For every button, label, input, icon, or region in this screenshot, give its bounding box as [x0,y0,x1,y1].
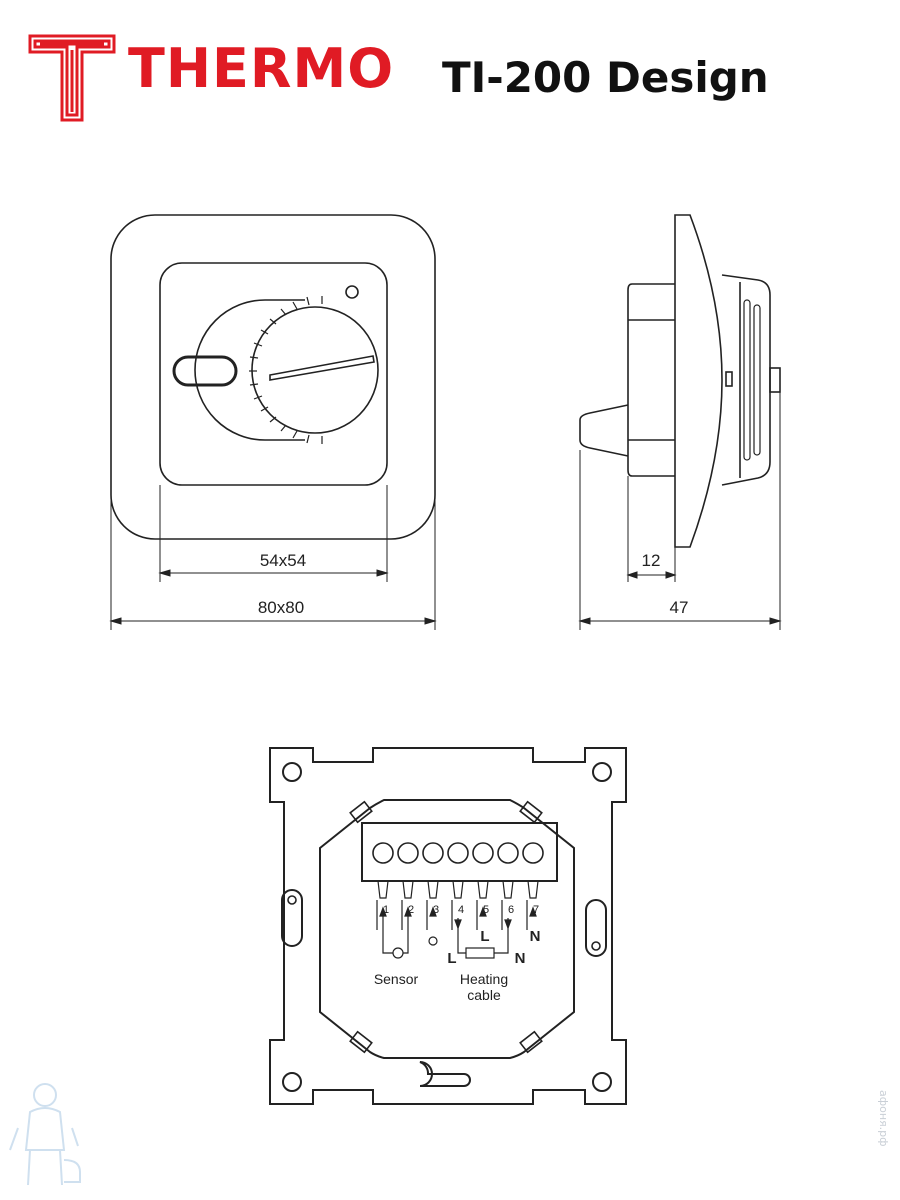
model-name: TI-200 Design [442,53,769,102]
keyhole-left [281,888,303,947]
module-body [319,799,575,1059]
side-view [578,214,782,630]
watermark: афоня.рф [877,1090,890,1147]
mark-l-terminal-5: L [480,928,489,945]
clock-icon [428,936,438,946]
mascot-icon [9,1083,81,1186]
terminal-pins [377,880,539,899]
side-front-plate [674,214,723,548]
switch-slot [172,355,238,387]
outer-frame [110,214,436,540]
terminal-number: 1 [383,904,389,916]
heating-label: Heating [460,971,508,987]
dim-label-80: 80x80 [258,598,304,617]
wiring [376,900,537,959]
back-view [269,747,627,1105]
mark-n-right: N [515,950,526,967]
heating-cable-symbol [465,947,495,959]
side-knob-shaft [769,367,781,393]
terminal-number: 6 [508,904,514,916]
thermo-logo-icon [28,34,116,122]
side-dial-body [721,274,771,486]
terminal-number: 7 [533,904,539,916]
front-view [109,214,437,630]
mark-n-terminal-7: N [530,928,541,945]
temperature-dial [251,306,379,434]
keyhole-bottom [419,1061,471,1087]
terminal-number: 2 [408,904,414,916]
clip-top-left [349,800,373,824]
side-mount-body [627,283,675,477]
screw-hole-tl [282,762,302,782]
terminal-number: 5 [483,904,489,916]
side-nozzle [579,404,629,457]
screw-hole-br [592,1072,612,1092]
sensor-symbol [392,947,404,959]
terminal-number: 4 [458,904,464,916]
dim-label-12: 12 [642,551,661,570]
terminal-number: 3 [433,904,439,916]
mounting-frame [269,747,627,1105]
screw-hole-bl [282,1072,302,1092]
terminal-screws [372,842,544,864]
terminal-numbers: 1 2 3 4 5 6 7 [383,904,539,916]
brand-header: THERMO TI-200 Design [0,0,900,130]
dial-pointer [269,355,375,381]
side-vents [743,299,761,461]
dim-label-54: 54x54 [260,551,306,570]
brand-name: THERMO [128,37,395,100]
side-tab [725,371,733,387]
indicator-led [345,285,359,299]
clip-bottom-left [349,1030,373,1054]
dim-label-47: 47 [670,598,689,617]
keyhole-right [585,898,607,957]
cable-label: cable [467,987,501,1003]
dial-housing [194,299,305,441]
screw-hole-tr [592,762,612,782]
terminal-block [361,822,558,882]
clip-bottom-right [519,1030,543,1054]
mark-l-left: L [447,950,456,967]
dial-ticks [249,296,323,444]
clip-top-right [519,800,543,824]
inner-plate [159,262,388,486]
sensor-label: Sensor [374,971,419,987]
